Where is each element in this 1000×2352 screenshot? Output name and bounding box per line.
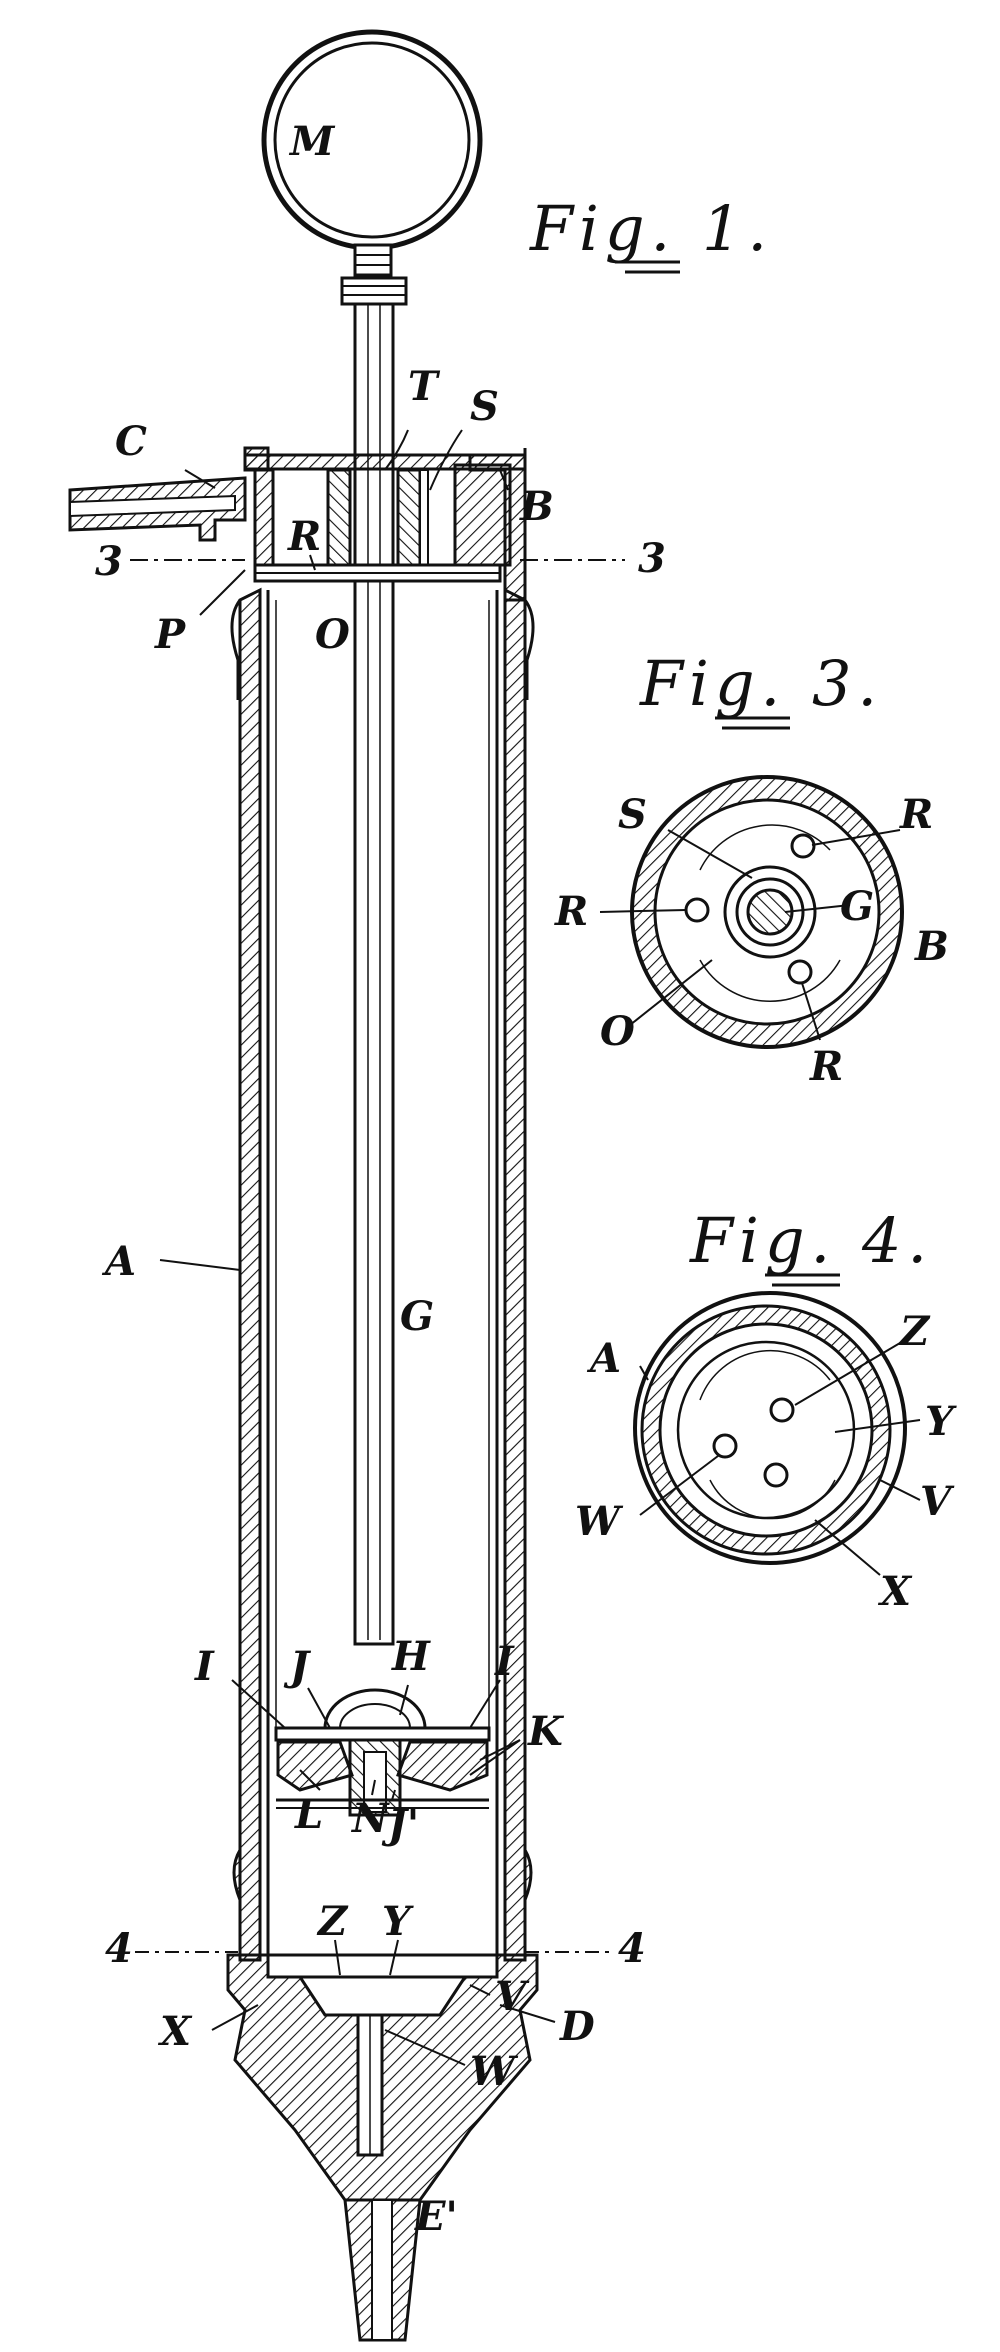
fig3-label-s: S (618, 791, 647, 838)
leader-lines (159, 429, 556, 2066)
label-p: P (154, 611, 187, 658)
label-4-left: 4 (105, 1925, 133, 1972)
label-j-prime: J' (381, 1801, 419, 1848)
piston (274, 1688, 491, 1817)
label-k: K (527, 1708, 565, 1755)
fig4-label-y: Y (925, 1398, 957, 1445)
label-m: M (288, 118, 336, 165)
label-e: E' (414, 2193, 458, 2240)
label-t: T (408, 363, 441, 410)
lower-fitting (226, 1820, 539, 2202)
fig4-label-w: W (575, 1498, 624, 1545)
figure-1-title: Fig. 1. (529, 192, 773, 265)
label-a: A (101, 1238, 136, 1285)
label-b: B (519, 483, 554, 530)
label-s: S (470, 383, 499, 430)
label-w: W (470, 2048, 519, 2095)
fig4-label-v: V (920, 1478, 955, 1525)
figure-1 (68, 29, 625, 2342)
nozzle (343, 2198, 422, 2342)
label-v: V (495, 1973, 530, 2020)
label-j: J (283, 1643, 312, 1690)
label-3-right: 3 (638, 535, 666, 582)
label-l: L (294, 1791, 323, 1838)
label-3-left: 3 (95, 538, 123, 585)
label-r: R (287, 513, 321, 560)
label-x: X (157, 2008, 193, 2055)
label-n: N (350, 1795, 390, 1842)
label-h: H (391, 1633, 431, 1680)
fig4-label-x: X (877, 1568, 913, 1615)
fig3-label-o: O (600, 1008, 635, 1055)
label-4-right: 4 (618, 1925, 646, 1972)
fig4-label-a: A (586, 1335, 621, 1382)
spout (68, 476, 247, 542)
label-i-right: I (494, 1638, 515, 1685)
label-y: Y (382, 1898, 414, 1945)
label-d: D (559, 2003, 595, 2050)
fig4-label-z: Z (898, 1308, 931, 1355)
valve-plate (253, 563, 502, 583)
figure-4-title: Fig. 4. (689, 1204, 933, 1277)
label-c: C (115, 418, 147, 465)
fig3-label-r-top: R (899, 791, 933, 838)
pump-head (243, 446, 527, 602)
fig3-label-g: G (840, 883, 874, 930)
label-g: G (400, 1293, 434, 1340)
fig3-label-b: B (914, 923, 949, 970)
fig3-label-r-left: R (554, 888, 588, 935)
figure-4 (633, 1291, 921, 1576)
label-z: Z (316, 1898, 349, 1945)
fig3-label-r-bottom: R (809, 1043, 843, 1090)
figure-3-title: Fig. 3. (639, 647, 883, 720)
label-o: O (315, 611, 350, 658)
label-i-left: I (194, 1643, 215, 1690)
pressure-gauge (261, 29, 483, 306)
figure-3 (599, 775, 904, 1049)
piston-rod (353, 302, 395, 1646)
